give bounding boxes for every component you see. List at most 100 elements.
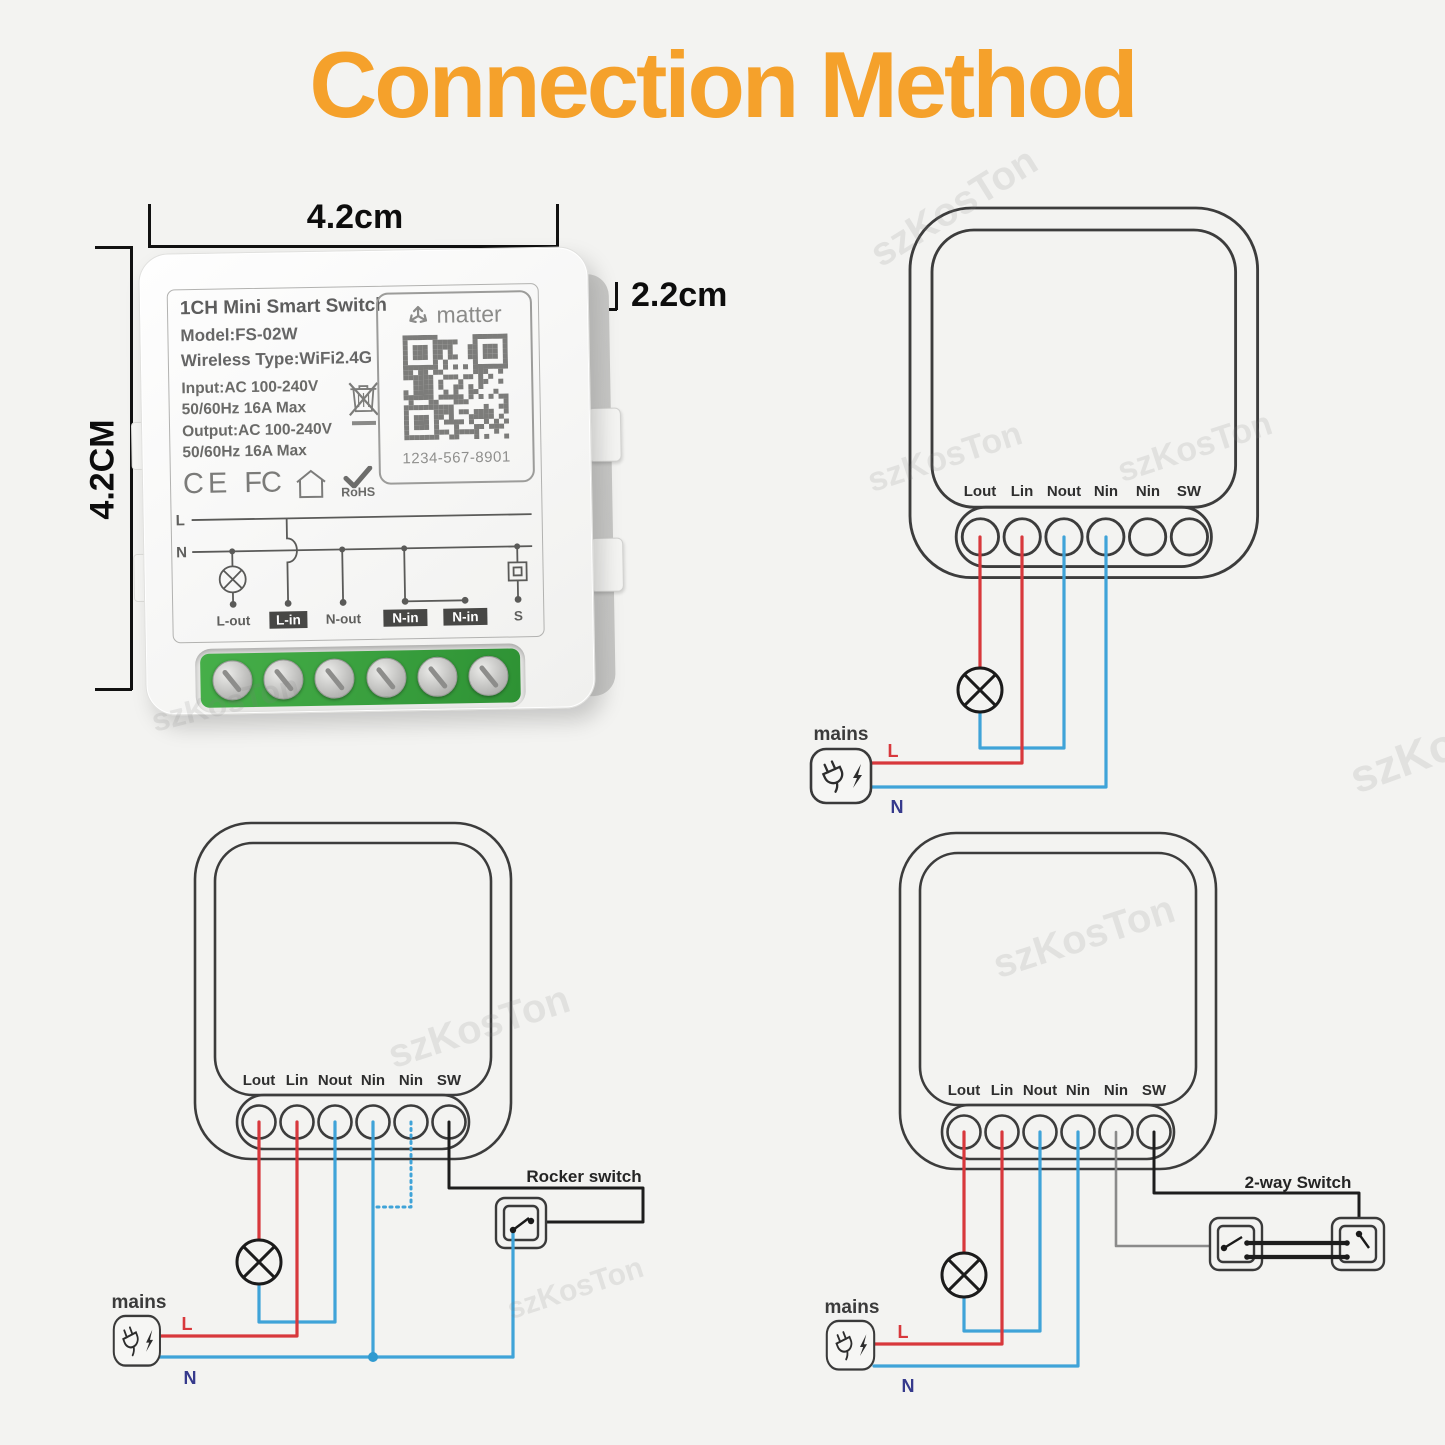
- wire-live-in: [158, 1120, 299, 1338]
- switch-module-outline: [908, 206, 1260, 580]
- terminal-label: SW: [437, 1072, 462, 1089]
- wire-live-in: [872, 1130, 1004, 1346]
- switch-toggle: [1223, 1235, 1243, 1250]
- dim-tick: [95, 246, 132, 249]
- schematic-terminal-label: L-out: [216, 613, 250, 629]
- contact-dot: [1344, 1240, 1350, 1246]
- schematic-terminal-label: N-out: [326, 611, 362, 627]
- certification-row: CE FC RoHS: [183, 465, 375, 501]
- junction-dot: [368, 1352, 378, 1362]
- switch-module-outline: [193, 821, 513, 1161]
- lamp-icon: [235, 1238, 283, 1286]
- terminal-label: Lin: [991, 1082, 1014, 1099]
- schematic-neutral-label: N: [176, 544, 187, 561]
- traveler-wires: [1244, 1240, 1350, 1260]
- dim-tick: [556, 204, 559, 247]
- inverted-label-bg: [269, 611, 308, 629]
- qr-code: [401, 333, 509, 446]
- contact-dot: [1244, 1240, 1250, 1246]
- dim-tick: [148, 204, 151, 247]
- house-icon: [296, 469, 326, 499]
- terminal-label: Nout: [1047, 483, 1081, 500]
- page-title: Connection Method: [309, 32, 1138, 137]
- schematic-terminal-label: N-in: [452, 609, 479, 624]
- inverted-label-bg: [443, 607, 488, 626]
- live-label: L: [182, 1314, 193, 1334]
- wire-neutral-in: [872, 1130, 1080, 1368]
- device-label-panel: 1CH Mini Smart Switch Model:FS-02W Wirel…: [166, 282, 545, 644]
- terminal-label: SW: [1142, 1082, 1167, 1099]
- lamp-icon: [940, 1251, 988, 1299]
- wire-switch: [1152, 1130, 1361, 1234]
- wire-switch-return: [1114, 1130, 1222, 1248]
- terminal-label: Lin: [1011, 483, 1034, 500]
- terminal-label: Nout: [1023, 1082, 1057, 1099]
- terminal-label: Lout: [948, 1082, 980, 1099]
- mains-plug-icon: [809, 747, 873, 805]
- dim-tick: [95, 688, 132, 691]
- switch-module-outline: [898, 831, 1218, 1171]
- terminal-label: Lout: [964, 483, 996, 500]
- schematic-terminal-label: L-in: [276, 612, 301, 627]
- live-label: L: [888, 741, 899, 761]
- terminal-label: Nin: [1094, 483, 1118, 500]
- mains-plug-icon: [112, 1314, 162, 1367]
- terminal-label: Nin: [1136, 483, 1160, 500]
- terminal-label: Lout: [243, 1072, 275, 1089]
- matter-symbol-icon: [409, 305, 428, 323]
- dim-width-label: 4.2cm: [306, 198, 404, 236]
- schematic-live-label: L: [176, 512, 185, 529]
- wire-switch: [447, 1120, 645, 1224]
- contact-dot: [1220, 1244, 1228, 1252]
- two-way-switch-label: 2-way Switch: [1245, 1173, 1352, 1192]
- contact-dot: [1244, 1254, 1250, 1260]
- contact-dot: [1344, 1254, 1350, 1260]
- wire-live-in: [870, 535, 1024, 765]
- diagram-rocker-switch: Lout Lin Nout Nin Nin SW mains: [112, 821, 645, 1388]
- module-terminal-labels: Lout Lin Nout Nin Nin SW: [243, 1072, 462, 1089]
- wire-neutral-link-dotted: [371, 1120, 413, 1209]
- inverted-label-bg: [383, 608, 428, 627]
- dim-bracket-top: [148, 245, 558, 248]
- contact-dot: [509, 1226, 517, 1234]
- rohs-badge: RoHS: [341, 465, 375, 499]
- wire-neutral-in: [870, 535, 1108, 789]
- terminal-label: Nin: [1066, 1082, 1090, 1099]
- rocker-switch-label: Rocker switch: [526, 1167, 641, 1186]
- switch-toggle: [512, 1217, 530, 1231]
- contact-dot: [527, 1217, 535, 1225]
- lamp-icon: [956, 666, 1004, 714]
- mains-label: mains: [825, 1297, 880, 1318]
- dim-depth-label: 2.2cm: [631, 276, 728, 314]
- mains-label: mains: [814, 724, 869, 745]
- schematic-terminal-label: N-in: [392, 610, 419, 625]
- neutral-label: N: [902, 1376, 915, 1396]
- matter-qr-box: matter 1234-567-8901: [375, 290, 536, 485]
- terminal-label: Nin: [1104, 1082, 1128, 1099]
- mains-plug-icon: [825, 1319, 876, 1371]
- neutral-label: N: [184, 1368, 197, 1388]
- terminal-label: Lin: [286, 1072, 309, 1089]
- mains-label: mains: [112, 1292, 167, 1313]
- label-schematic: L N: [176, 512, 533, 629]
- weee-bin-icon: [348, 382, 379, 426]
- checkmark-icon: [343, 465, 373, 488]
- live-label: L: [898, 1322, 909, 1342]
- product-photo: 1CH Mini Smart Switch Model:FS-02W Wirel…: [130, 246, 624, 716]
- diagram-basic-connection: Lout Lin Nout Nin Nin SW mains L N: [809, 206, 1260, 817]
- module-terminal-labels: Lout Lin Nout Nin Nin SW: [964, 483, 1202, 500]
- terminal-label: Nout: [318, 1072, 352, 1089]
- diagram-two-way-switch: Lout Lin Nout Nin Nin SW: [825, 831, 1386, 1396]
- schematic-terminal-label: S: [514, 608, 523, 623]
- schematic-wires: [191, 513, 533, 605]
- terminal-label: Nin: [399, 1072, 423, 1089]
- schematic-nodes: [229, 543, 522, 608]
- terminal-label: Nin: [361, 1072, 385, 1089]
- contact-dot: [1355, 1230, 1363, 1238]
- dim-tick: [615, 282, 618, 310]
- terminal-label: SW: [1177, 483, 1202, 500]
- module-terminal-labels: Lout Lin Nout Nin Nin SW: [948, 1082, 1167, 1099]
- matter-logo: matter: [406, 301, 502, 330]
